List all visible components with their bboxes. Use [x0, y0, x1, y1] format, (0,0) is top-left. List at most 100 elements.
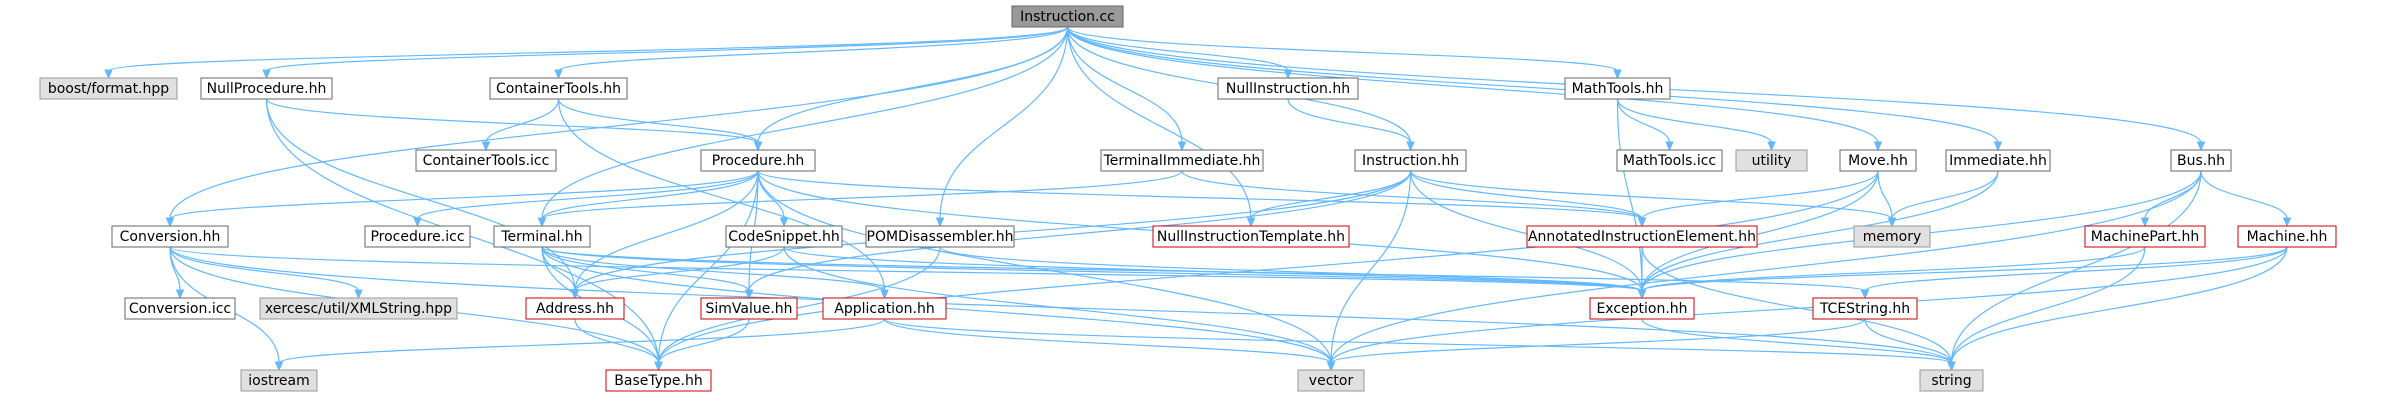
node-box — [725, 225, 843, 248]
node-box — [364, 225, 471, 248]
node-box — [240, 369, 318, 392]
edge-exception_hh-to-string — [1641, 318, 1956, 372]
node-xercesc[interactable]: xercesc/util/XMLString.hpp — [259, 297, 458, 320]
node-label: CodeSnippet.hh — [728, 229, 840, 245]
node-instruction-hh[interactable]: Instruction.hh — [1354, 149, 1467, 172]
edge-instruction_cc-to-conversion_hh — [165, 26, 1069, 228]
node-label: ContainerTools.icc — [423, 153, 550, 169]
edge-address_hh-to-basetype_hh — [574, 318, 663, 372]
edge-nullinstruction_hh-to-instruction_hh — [1287, 98, 1415, 152]
node-label: MathTools.icc — [1623, 153, 1716, 169]
node-label: Exception.hh — [1596, 301, 1687, 317]
node-box — [700, 149, 816, 172]
node-label: BaseType.hh — [614, 373, 702, 389]
edge-procedure_hh-to-procedure_icc — [413, 170, 759, 228]
node-label: Terminal.hh — [500, 229, 582, 245]
edge-instruction_cc-to-boost_format — [104, 26, 1069, 80]
node-vector[interactable]: vector — [1297, 369, 1365, 392]
node-box — [1217, 77, 1359, 100]
node-terminalimmediate-hh[interactable]: TerminalImmediate.hh — [1100, 149, 1264, 172]
edge-terminalimmediate_hh-to-terminal_hh — [537, 170, 1183, 228]
node-label: Bus.hh — [2177, 153, 2225, 169]
node-box — [700, 297, 798, 320]
node-utility[interactable]: utility — [1735, 149, 1808, 172]
node-address-hh[interactable]: Address.hh — [525, 297, 625, 320]
node-machinepart-hh[interactable]: MachinePart.hh — [2084, 225, 2206, 248]
edge-mathtools_hh-to-mathtools_icc — [1616, 98, 1674, 152]
edge-machine_hh-to-tcestring_hh — [1860, 246, 2288, 300]
edge-instruction_cc-to-containertools_hh — [554, 26, 1069, 80]
node-string[interactable]: string — [1919, 369, 1984, 392]
node-basetype-hh[interactable]: BaseType.hh — [605, 369, 712, 392]
node-immediate-hh[interactable]: Immediate.hh — [1945, 149, 2051, 172]
node-bus-hh[interactable]: Bus.hh — [2170, 149, 2232, 172]
edge-instruction_cc-to-immediate_hh — [1066, 26, 2003, 152]
node-machine-hh[interactable]: Machine.hh — [2237, 225, 2337, 248]
edge-terminal_hh-to-application_hh — [541, 246, 889, 300]
node-application-hh[interactable]: Application.hh — [822, 297, 947, 320]
node-box — [2237, 225, 2337, 248]
node-nullinstruction-hh[interactable]: NullInstruction.hh — [1217, 77, 1359, 100]
edge-instruction_cc-to-mathtools_hh — [1066, 26, 1622, 80]
edge-containertools_hh-to-containertools_icc — [481, 98, 560, 152]
node-box — [39, 77, 178, 100]
node-box — [822, 297, 947, 320]
node-label: ContainerTools.hh — [496, 81, 621, 97]
node-terminal-hh[interactable]: Terminal.hh — [493, 225, 591, 248]
node-annotatedinstructionelement-hh[interactable]: AnnotatedInstructionElement.hh — [1526, 225, 1758, 248]
edge-instruction_cc-to-terminal_hh — [537, 26, 1069, 228]
edge-machine_hh-to-exception_hh — [1637, 246, 2288, 300]
edge-nullprocedure_hh-to-address_hh — [265, 98, 580, 300]
node-nullinstructiontemplate-hh[interactable]: NullInstructionTemplate.hh — [1152, 225, 1350, 248]
edge-instruction_cc-to-nullprocedure_hh — [262, 26, 1069, 80]
node-label: NullProcedure.hh — [207, 81, 327, 97]
node-boost-format[interactable]: boost/format.hpp — [39, 77, 178, 100]
node-containertools-icc[interactable]: ContainerTools.icc — [415, 149, 557, 172]
edge-instruction_hh-to-annotatedinstructionelement_hh — [1409, 170, 1647, 228]
node-conversion-icc[interactable]: Conversion.icc — [124, 297, 236, 320]
edge-bus_hh-to-machine_hh — [2200, 170, 2292, 228]
node-box — [605, 369, 712, 392]
node-label: POMDisassembler.hh — [867, 229, 1014, 245]
node-mathtools-icc[interactable]: MathTools.icc — [1616, 149, 1723, 172]
node-label: Immediate.hh — [1949, 153, 2047, 169]
node-tcestring-hh[interactable]: TCEString.hh — [1812, 297, 1918, 320]
node-label: MachinePart.hh — [2091, 229, 2199, 245]
edge-nullprocedure_hh-to-procedure_hh — [265, 98, 763, 152]
node-memory[interactable]: memory — [1853, 225, 1931, 248]
edge-containertools_hh-to-procedure_hh — [557, 98, 763, 152]
node-move-hh[interactable]: Move.hh — [1839, 149, 1917, 172]
edge-procedure_hh-to-annotatedinstructionelement_hh — [757, 170, 1647, 228]
node-codesnippet-hh[interactable]: CodeSnippet.hh — [725, 225, 843, 248]
node-instruction-cc[interactable]: Instruction.cc — [1011, 5, 1124, 28]
node-exception-hh[interactable]: Exception.hh — [1589, 297, 1695, 320]
node-nullprocedure-hh[interactable]: NullProcedure.hh — [200, 77, 333, 100]
node-pomdisassembler-hh[interactable]: POMDisassembler.hh — [865, 225, 1015, 248]
node-box — [124, 297, 236, 320]
node-simvalue-hh[interactable]: SimValue.hh — [700, 297, 798, 320]
node-label: xercesc/util/XMLString.hpp — [265, 301, 452, 317]
node-label: Address.hh — [536, 301, 614, 317]
node-box — [525, 297, 625, 320]
node-procedure-hh[interactable]: Procedure.hh — [700, 149, 816, 172]
node-label: Conversion.icc — [129, 301, 231, 317]
edge-bus_hh-to-machinepart_hh — [2140, 170, 2202, 228]
edge-mathtools_hh-to-utility — [1616, 98, 1776, 152]
node-label: SimValue.hh — [705, 301, 792, 317]
edge-codesnippet_hh-to-address_hh — [570, 246, 785, 300]
node-containertools-hh[interactable]: ContainerTools.hh — [489, 77, 628, 100]
edge-tcestring_hh-to-string — [1864, 318, 1956, 372]
node-label: NullInstructionTemplate.hh — [1157, 229, 1345, 245]
node-conversion-hh[interactable]: Conversion.hh — [111, 225, 229, 248]
edge-instruction_cc-to-terminalimmediate_hh — [1066, 26, 1187, 152]
node-label: Instruction.hh — [1362, 153, 1459, 169]
node-label: iostream — [248, 373, 310, 389]
node-label: memory — [1863, 229, 1922, 245]
node-mathtools-hh[interactable]: MathTools.hh — [1564, 77, 1671, 100]
node-procedure-icc[interactable]: Procedure.icc — [364, 225, 471, 248]
node-iostream[interactable]: iostream — [240, 369, 318, 392]
node-label: string — [1931, 373, 1971, 389]
node-box — [1354, 149, 1467, 172]
node-box — [1564, 77, 1671, 100]
node-label: utility — [1752, 153, 1792, 169]
